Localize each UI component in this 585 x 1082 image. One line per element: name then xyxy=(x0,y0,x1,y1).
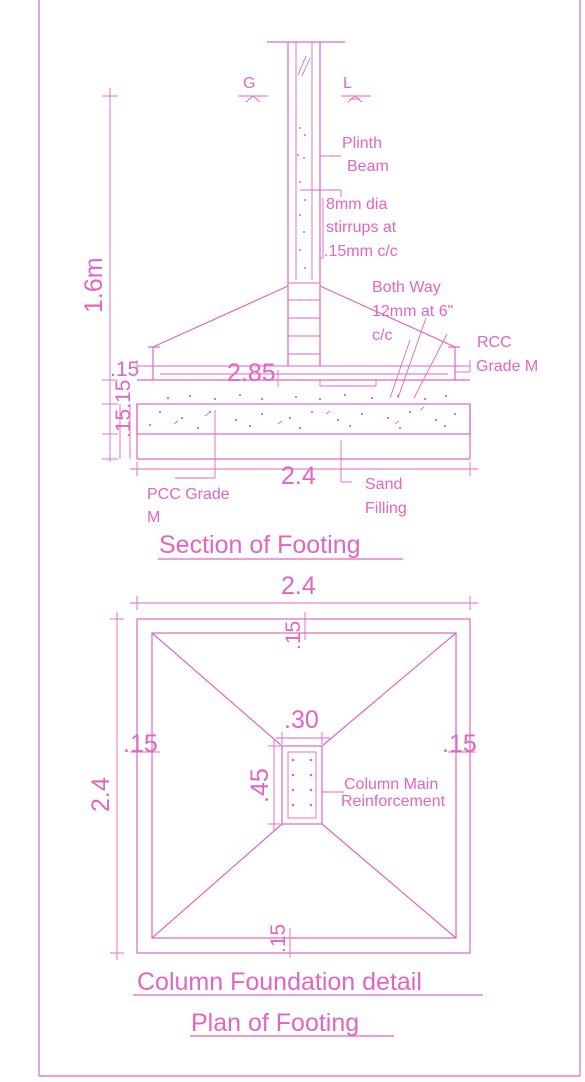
section-title: Section of Footing xyxy=(159,531,361,559)
plan-top-offset-dimension: .15 xyxy=(282,621,305,650)
bothway-label-line1: Both Way xyxy=(372,279,441,296)
plan-slope-lines xyxy=(151,632,457,939)
sand-label-line2: Filling xyxy=(365,500,407,517)
plan-left-offset-dimension: .15 xyxy=(123,730,158,758)
plinth-label-line1: Plinth xyxy=(342,135,382,152)
column-reinforcement-label-line2: Reinforcement xyxy=(341,793,446,810)
ground-level-markers xyxy=(238,95,371,103)
plan-left-dimension: 2.4 xyxy=(87,777,115,812)
section-layer-dimensions: .15.15 xyxy=(112,380,135,438)
stirrups-label-line3: .15mm c/c xyxy=(324,243,398,260)
footing-reinforcement xyxy=(160,370,448,387)
bothway-label-line2: 12mm at 6" xyxy=(372,303,453,320)
pcc-label-line1: PCC Grade xyxy=(147,486,230,503)
section-height-dimension: 1.6m xyxy=(80,257,108,313)
pcc-label-line2: M xyxy=(147,509,160,526)
section-offset-dimension: .15 xyxy=(110,358,139,381)
plan-title: Column Foundation detail xyxy=(137,968,422,996)
rcc-label-line1: RCC xyxy=(477,334,512,351)
section-dimension-lines xyxy=(102,88,478,476)
bothway-label-line3: c/c xyxy=(372,327,392,344)
footing-concrete-hatch xyxy=(148,393,457,430)
plan-top-dimension: 2.4 xyxy=(281,572,316,600)
rcc-label-line2: Grade M xyxy=(476,358,538,375)
stirrups-label-line2: stirrups at xyxy=(326,219,397,236)
plan-column-rebar xyxy=(291,758,313,807)
sand-label-line1: Sand xyxy=(365,476,402,493)
plan-column-width-dimension: .30 xyxy=(284,706,319,734)
section-bottom-width-dimension: 2.4 xyxy=(281,462,316,490)
section-top-width-dimension: 2.85 xyxy=(227,359,276,387)
column-reinforcement-label-line1: Column Main xyxy=(344,776,438,793)
ground-level-label: G xyxy=(243,75,255,92)
plan-subtitle: Plan of Footing xyxy=(191,1009,359,1037)
plan-column-depth-dimension: .45 xyxy=(246,768,274,803)
stirrups-label-line1: 8mm dia xyxy=(326,196,387,213)
pcc-layers xyxy=(136,403,471,460)
section-of-footing: G L xyxy=(80,41,538,560)
plan-column xyxy=(281,745,323,825)
drawing-frame xyxy=(38,0,581,1077)
plan-right-offset-dimension: .15 xyxy=(442,730,477,758)
finished-level-label: L xyxy=(343,75,352,92)
plinth-label-line2: Beam xyxy=(347,158,389,175)
column xyxy=(267,41,345,366)
plan-of-footing: 2.4 .15 .30 .15 .15 2.4 .45 Column Main … xyxy=(87,572,483,1037)
column-stirrups xyxy=(288,189,342,355)
plan-dimension-lines xyxy=(110,596,478,960)
plan-bottom-offset-dimension: .15 xyxy=(267,924,290,953)
column-concrete-hatch xyxy=(297,127,306,269)
